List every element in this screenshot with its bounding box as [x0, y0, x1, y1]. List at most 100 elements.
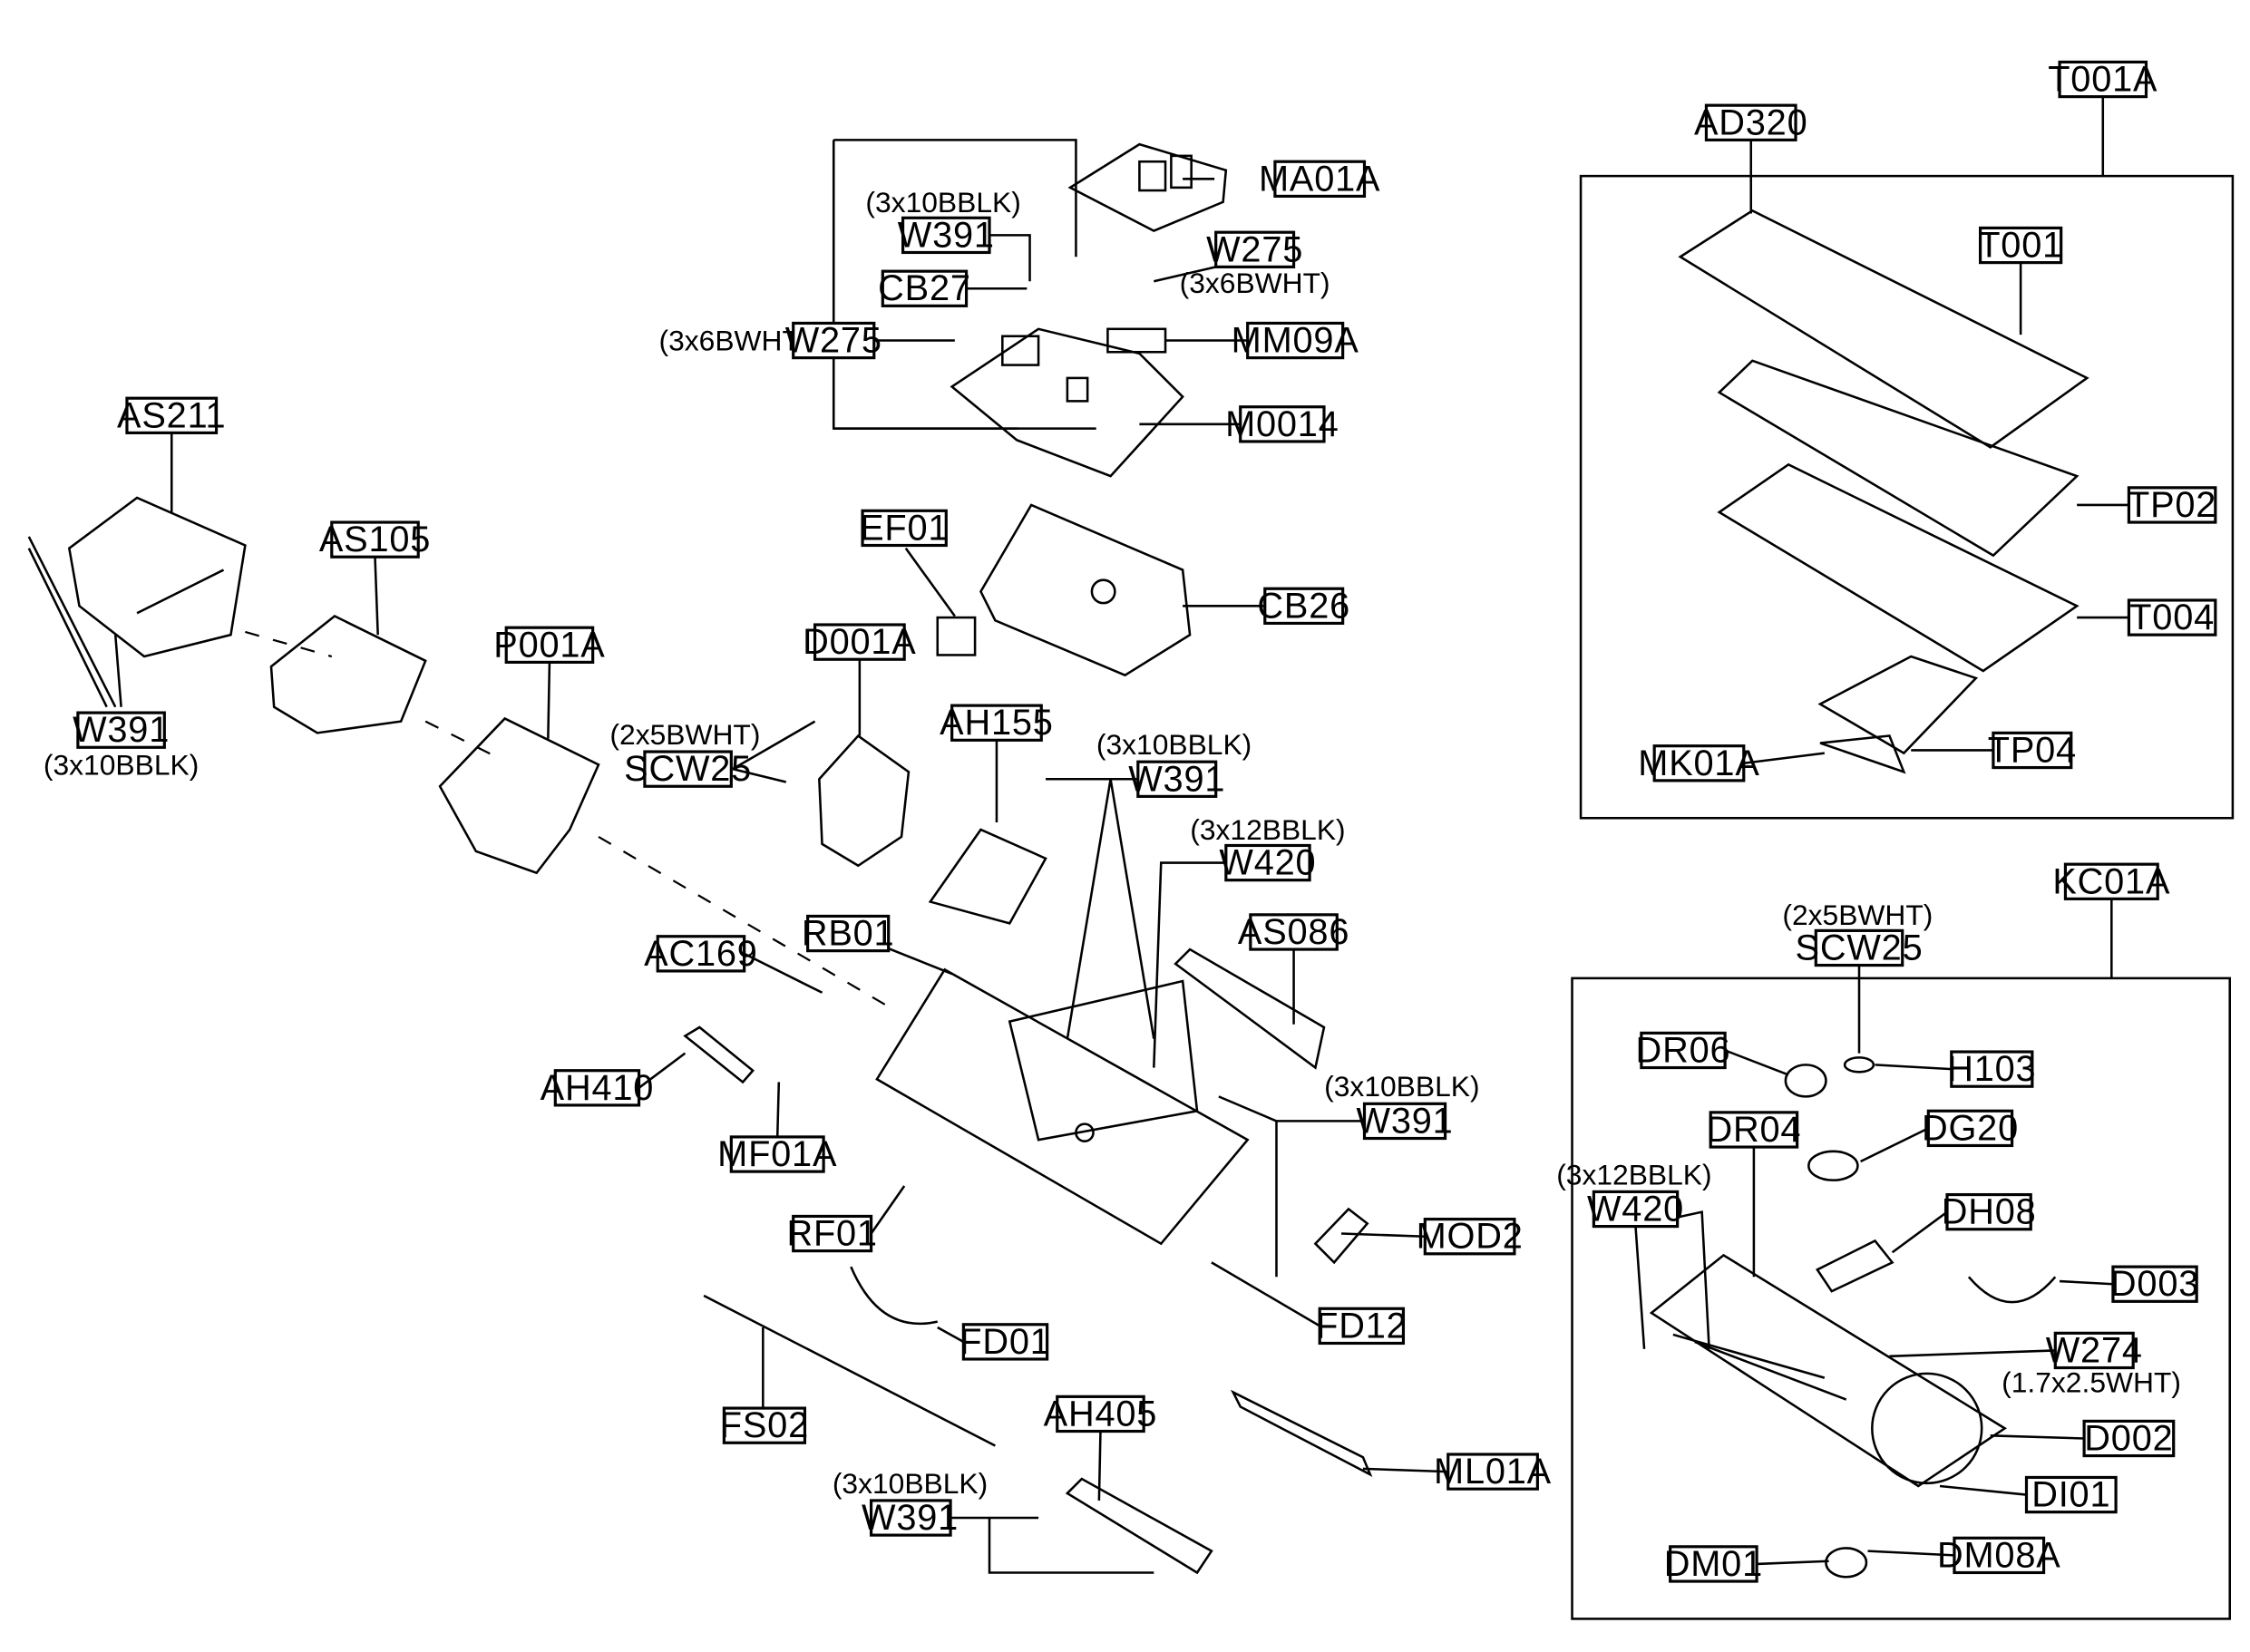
callout-AH405: AH405 — [1044, 1394, 1158, 1433]
callout-W391-right: (3x10BBLK) W391 — [1324, 1070, 1479, 1141]
svg-text:(3x6BWHT): (3x6BWHT) — [658, 325, 809, 357]
callout-DH08: DH08 — [1942, 1192, 2037, 1232]
callout-RB01: RB01 — [802, 914, 894, 954]
part-outlines — [67, 142, 2089, 1579]
svg-text:DM01: DM01 — [1664, 1544, 1763, 1584]
svg-text:W391: W391 — [1357, 1101, 1454, 1141]
svg-text:(3x10BBLK): (3x10BBLK) — [1324, 1070, 1479, 1103]
callout-KC01A: KC01A — [2052, 861, 2169, 901]
callout-AH155: AH155 — [940, 703, 1053, 743]
callout-FD12: FD12 — [1316, 1306, 1407, 1346]
kc01a-frame — [1571, 977, 2232, 1620]
callout-D001A: D001A — [803, 622, 916, 662]
callout-AS105: AS105 — [319, 520, 431, 559]
callout-DR04: DR04 — [1706, 1110, 1801, 1150]
callout-AH410: AH410 — [541, 1068, 655, 1108]
svg-text:AD320: AD320 — [1694, 102, 1808, 142]
svg-text:(2x5BWHT): (2x5BWHT) — [1782, 899, 1933, 931]
t001a-frame — [1579, 174, 2235, 820]
callout-AD320: AD320 — [1694, 102, 1808, 142]
svg-text:M0014: M0014 — [1225, 404, 1339, 444]
svg-text:FS02: FS02 — [720, 1405, 809, 1445]
callout-D002: D002 — [2082, 1418, 2176, 1458]
svg-text:W274: W274 — [2046, 1330, 2143, 1370]
callout-DG20: DG20 — [1922, 1108, 2018, 1148]
callout-DI01: DI01 — [2024, 1475, 2118, 1515]
callout-T001: T001 — [1978, 226, 2063, 266]
svg-text:W420: W420 — [1587, 1189, 1684, 1229]
svg-text:H103: H103 — [1947, 1049, 2036, 1089]
leader-lines — [27, 96, 2129, 1574]
svg-text:T001A: T001A — [2048, 60, 2157, 100]
svg-text:MK01A: MK01A — [1638, 743, 1759, 783]
svg-text:AH405: AH405 — [1044, 1394, 1158, 1433]
svg-text:SCW25: SCW25 — [624, 749, 752, 789]
callout-MOD2: MOD2 — [1417, 1217, 1524, 1257]
callout-T004: T004 — [2127, 598, 2217, 637]
svg-text:TP02: TP02 — [2128, 485, 2216, 525]
svg-text:P001A: P001A — [493, 625, 605, 665]
svg-text:DI01: DI01 — [2031, 1475, 2110, 1515]
callout-FS02: FS02 — [720, 1405, 809, 1445]
svg-text:AS086: AS086 — [1238, 912, 1349, 952]
svg-text:DM08A: DM08A — [1937, 1535, 2061, 1575]
svg-text:W420: W420 — [1219, 843, 1316, 883]
callout-W391-bottom: (3x10BBLK) W391 — [833, 1467, 988, 1538]
svg-text:(2x5BWHT): (2x5BWHT) — [609, 718, 760, 751]
svg-text:(3x6BWHT): (3x6BWHT) — [1180, 267, 1330, 299]
callout-MF01A: MF01A — [717, 1134, 837, 1174]
svg-text:MF01A: MF01A — [717, 1134, 837, 1174]
callout-W274: W274 (1.7x2.5WHT) — [2002, 1330, 2181, 1398]
svg-text:EF01: EF01 — [860, 508, 949, 548]
svg-text:W275: W275 — [785, 321, 882, 361]
callout-DM01: DM01 — [1664, 1544, 1763, 1584]
svg-text:TP04: TP04 — [1988, 730, 2077, 770]
callout-W420-right: (3x12BBLK) W420 — [1556, 1158, 1711, 1229]
svg-text:FD12: FD12 — [1316, 1306, 1407, 1346]
callout-FD01: FD01 — [959, 1322, 1050, 1362]
callout-M0014: M0014 — [1225, 404, 1339, 444]
svg-text:(3x10BBLK): (3x10BBLK) — [833, 1467, 988, 1500]
svg-text:(3x10BBLK): (3x10BBLK) — [865, 186, 1020, 219]
svg-text:MA01A: MA01A — [1259, 159, 1380, 199]
svg-text:DR04: DR04 — [1706, 1110, 1801, 1150]
callout-EF01: EF01 — [860, 508, 949, 548]
callout-D003: D003 — [2110, 1264, 2199, 1304]
callout-DR06: DR06 — [1636, 1030, 1730, 1070]
svg-text:MOD2: MOD2 — [1417, 1217, 1524, 1257]
svg-text:RF01: RF01 — [786, 1214, 877, 1254]
svg-text:W391: W391 — [862, 1498, 959, 1538]
svg-text:SCW25: SCW25 — [1796, 928, 1924, 967]
svg-text:AC169: AC169 — [644, 934, 758, 974]
svg-text:AS105: AS105 — [319, 520, 431, 559]
callout-RF01: RF01 — [786, 1214, 877, 1254]
svg-text:D003: D003 — [2110, 1264, 2199, 1304]
callout-AC169: AC169 — [644, 934, 758, 974]
callout-CB27: CB27 — [878, 268, 971, 308]
svg-text:T004: T004 — [2129, 598, 2215, 637]
svg-text:(3x10BBLK): (3x10BBLK) — [44, 748, 199, 781]
callout-W391-top: (3x10BBLK) W391 — [865, 186, 1020, 256]
callout-W391-mid: (3x10BBLK) W391 — [1096, 728, 1252, 799]
svg-text:AH410: AH410 — [541, 1068, 655, 1108]
svg-text:FD01: FD01 — [959, 1322, 1050, 1362]
svg-text:AS211: AS211 — [117, 395, 226, 435]
callout-SCW25-left: (2x5BWHT) SCW25 — [609, 718, 760, 789]
callout-CB26: CB26 — [1257, 586, 1349, 626]
callout-TP02: TP02 — [2127, 485, 2217, 525]
svg-text:DH08: DH08 — [1942, 1192, 2037, 1232]
svg-text:(1.7x2.5WHT): (1.7x2.5WHT) — [2002, 1365, 2181, 1398]
svg-text:W391: W391 — [73, 710, 170, 750]
callout-AS086: AS086 — [1238, 912, 1349, 952]
assembly-frames — [832, 139, 2235, 1620]
callout-W275-right: W275 (3x6BWHT) — [1180, 229, 1330, 299]
svg-text:W391: W391 — [1128, 759, 1225, 799]
callout-MM09A: MM09A — [1232, 321, 1359, 361]
svg-text:W275: W275 — [1206, 229, 1303, 269]
callout-W275-left: (3x6BWHT) W275 — [658, 321, 881, 361]
svg-text:CB27: CB27 — [878, 268, 971, 308]
svg-text:MM09A: MM09A — [1232, 321, 1359, 361]
callout-P001A: P001A — [493, 625, 605, 665]
callout-T001A: T001A — [2048, 60, 2157, 100]
